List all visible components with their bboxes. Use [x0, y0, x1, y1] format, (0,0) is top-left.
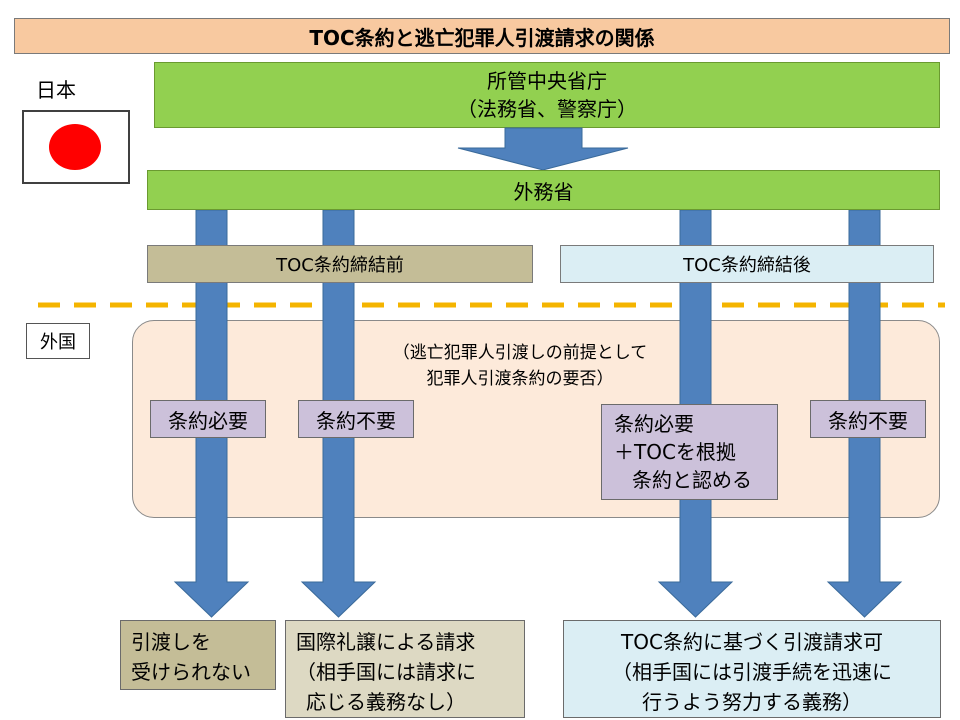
- ministry-detail: （法務省、警察庁）: [457, 97, 637, 121]
- case-box-treaty-not-required-after: 条約不要: [810, 400, 926, 438]
- down-arrow-icon: [457, 127, 629, 171]
- central-ministry-box: 所管中央省庁 （法務省、警察庁）: [154, 62, 940, 128]
- case-box-treaty-not-required: 条約不要: [298, 400, 414, 438]
- japan-label: 日本: [36, 78, 76, 102]
- foreign-label: 外国: [26, 323, 90, 359]
- premise-note: （逃亡犯罪人引渡しの前提として 犯罪人引渡条約の要否）: [360, 340, 680, 392]
- premise-line-1: （逃亡犯罪人引渡しの前提として: [392, 343, 648, 363]
- case-box-treaty-required-toc: 条約必要 ＋TOCを根拠 条約と認める: [601, 404, 778, 500]
- result-no-extradition: 引渡しを 受けられない: [120, 620, 276, 690]
- result-c-line-1: TOC条約に基づく引渡請求可: [621, 630, 883, 654]
- phase-after-box: TOC条約締結後: [560, 245, 934, 283]
- japan-flag-icon: [22, 110, 130, 184]
- result-b-line-1: 国際礼譲による請求: [296, 630, 476, 654]
- case-line-2: ＋TOCを根拠: [614, 440, 736, 464]
- foreign-region: [132, 320, 940, 518]
- result-toc-request: TOC条約に基づく引渡請求可 （相手国には引渡手続を迅速に 行うよう努力する義務…: [563, 620, 941, 718]
- result-b-line-2: （相手国には請求に: [296, 660, 476, 684]
- case-line-1: 条約必要: [614, 412, 694, 436]
- result-a-line-1: 引渡しを: [131, 630, 211, 654]
- foreign-ministry-box: 外務省: [147, 170, 940, 210]
- result-b-line-3: 応じる義務なし）: [306, 690, 466, 714]
- premise-line-2: 犯罪人引渡条約の要否）: [426, 369, 614, 389]
- result-c-line-2: （相手国には引渡手続を迅速に: [612, 660, 892, 684]
- phase-before-box: TOC条約締結前: [147, 245, 533, 283]
- result-comity-request: 国際礼譲による請求 （相手国には請求に 応じる義務なし）: [285, 620, 525, 718]
- case-line-3: 条約と認める: [632, 468, 752, 492]
- ministry-name: 所管中央省庁: [487, 69, 607, 93]
- diagram-title: TOC条約と逃亡犯罪人引渡請求の関係: [14, 18, 950, 54]
- case-box-treaty-required: 条約必要: [150, 400, 266, 438]
- result-a-line-2: 受けられない: [131, 660, 251, 684]
- result-c-line-3: 行うよう努力する義務）: [642, 690, 862, 714]
